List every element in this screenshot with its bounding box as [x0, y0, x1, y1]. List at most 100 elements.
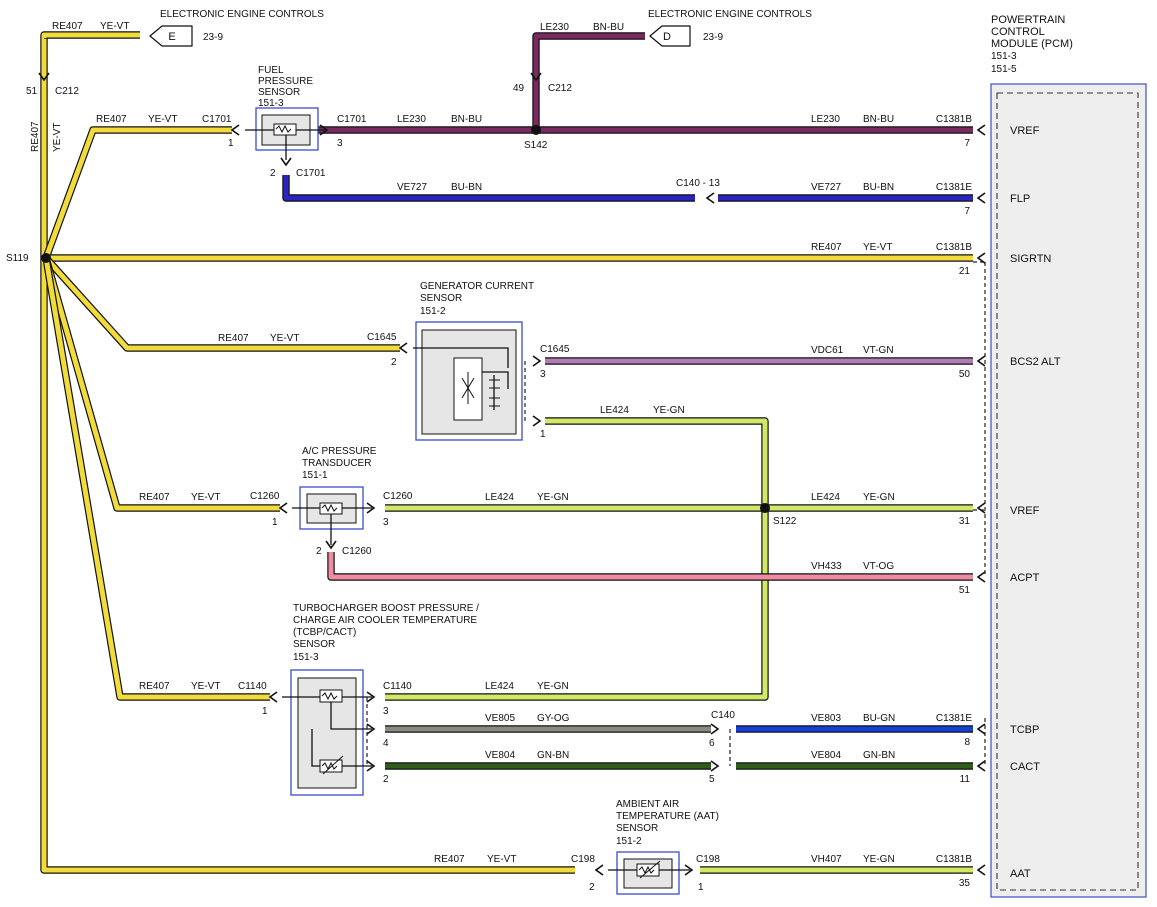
wire-color-label-12: YE-GN	[537, 492, 569, 503]
eec-d-flag	[649, 25, 691, 47]
tc-pin-2-arrow	[366, 760, 376, 772]
gcs-pin-1-arrow	[532, 415, 542, 427]
wire-circuit-label-22: VH407	[811, 854, 842, 865]
eec-e-letter: E	[168, 31, 175, 43]
gcs-capacitors	[489, 379, 500, 407]
trunk-circuit-label: RE407	[30, 121, 41, 152]
wire-circuit-label-14: VH433	[811, 561, 842, 572]
fps-label-4: 151-3	[258, 98, 284, 109]
pcm-pin-number-2: 21	[959, 266, 971, 277]
fps-label-2: PRESSURE	[258, 76, 313, 87]
wire-color-label-11: YE-VT	[191, 492, 220, 503]
wire-circuit-label-21: RE407	[434, 854, 465, 865]
s122-label: S122	[773, 516, 797, 527]
pcm-pin-bcs2: BCS2 ALT	[1010, 356, 1061, 368]
wire-re407-top-fill	[41, 32, 140, 38]
tc-tcbp-zigzag	[321, 691, 338, 701]
wire-circuit-label-7: RE407	[811, 242, 842, 253]
tc-pin-1: 1	[262, 706, 268, 717]
pcm-connector-label-0: C1381B	[936, 114, 972, 125]
wire-color-label-14: VT-OG	[863, 561, 894, 572]
tc-label-3: (TCBP/CACT)	[293, 627, 356, 638]
gcs-label-1: GENERATOR CURRENT	[420, 281, 534, 292]
pcm-connector-label-1: C1381E	[936, 182, 972, 193]
tc-label-4: SENSOR	[293, 639, 335, 650]
wire-color-label-4: BN-BU	[593, 22, 624, 33]
fps-pin-2: 2	[270, 168, 276, 179]
wire-circuit-label-5: VE727	[397, 182, 427, 193]
wire-re407-fps	[42, 126, 232, 260]
gcs-lead-2	[413, 347, 509, 368]
fps-c1701-3-arrow	[319, 124, 329, 136]
wire-circuit-label-1: RE407	[96, 114, 127, 125]
s142-splice	[531, 125, 541, 135]
wire-circuit-label-10: LE424	[600, 405, 629, 416]
wire-color-label-15: YE-VT	[191, 681, 220, 692]
wire-circuit-label-16: LE424	[485, 681, 514, 692]
acp-c1260-1-arrow	[278, 502, 288, 514]
gcs-c1645-2-label: C1645	[367, 332, 397, 343]
wire-color-label-0: YE-VT	[100, 21, 129, 32]
wire-color-label-20: GN-BN	[863, 750, 895, 761]
wire-re407-tc	[42, 257, 270, 701]
tc-label-2: CHARGE AIR COOLER TEMPERATURE	[293, 615, 477, 626]
wire-color-label-9: VT-GN	[863, 345, 894, 356]
wire-circuit-label-13: LE424	[811, 492, 840, 503]
aat-c198-2-arrow	[594, 864, 604, 876]
pcm-pin-number-8: 35	[959, 878, 971, 889]
wire-circuit-label-11: RE407	[139, 492, 170, 503]
pcm-pin-vref1: VREF	[1010, 125, 1040, 137]
s119-splice	[41, 253, 51, 263]
pcm-label-2: CONTROL	[991, 26, 1045, 38]
wire-re407-tc-outline	[42, 257, 270, 701]
aat-label-4: 151-2	[616, 836, 642, 847]
wire-color-label-13: YE-GN	[863, 492, 895, 503]
pcm-pin-arrow-8	[976, 864, 986, 876]
wire-circuit-label-9: VDC61	[811, 345, 844, 356]
eec-e-page: 23-9	[203, 32, 223, 43]
c140-5-arrow	[710, 760, 720, 772]
tc-c1140-3-arrow	[366, 691, 376, 703]
pcm-pin-arrow-0	[976, 124, 986, 136]
wire-re407-tc-fill	[43, 257, 270, 700]
tc-c1140-3-label: C1140	[383, 681, 412, 692]
pcm-pin-aat: AAT	[1010, 868, 1031, 880]
wire-re407-gcs-fill	[44, 256, 400, 351]
wire-re407-fps-fill	[43, 127, 232, 259]
wire-vh433	[327, 552, 973, 581]
tc-cact-zigzag	[321, 755, 344, 775]
wire-color-label-16: YE-GN	[537, 681, 569, 692]
pcm-label-5: 151-5	[991, 64, 1017, 75]
pcm-pin-arrow-3	[976, 355, 986, 367]
gcs-lead-cap	[482, 371, 509, 389]
tc-c1140-1-arrow	[268, 691, 278, 703]
c140-label: C140	[711, 710, 735, 721]
wire-color-label-2: BN-BU	[451, 114, 482, 125]
c212-left-arrow	[38, 72, 50, 82]
gcs-pin-1: 1	[540, 429, 546, 440]
wire-circuit-label-20: VE804	[811, 750, 841, 761]
pcm-label-3: MODULE (PCM)	[991, 38, 1073, 50]
fps-pin-3: 3	[337, 138, 343, 149]
wire-circuit-label-19: VE804	[485, 750, 515, 761]
acp-pin-2: 2	[316, 546, 322, 557]
pcm-label-1: POWERTRAIN	[991, 14, 1065, 26]
c140-pin-5: 5	[709, 774, 715, 785]
tc-lead-4	[330, 702, 372, 730]
wire-circuit-label-8: RE407	[218, 333, 249, 344]
tc-label-5: 151-3	[293, 652, 319, 663]
pcm-pin-arrow-5	[976, 571, 986, 583]
pcm-pin-number-4: 31	[959, 516, 971, 527]
wire-color-label-10: YE-GN	[653, 405, 685, 416]
tc-pin-4-arrow	[366, 723, 376, 735]
wire-circuit-label-12: LE424	[485, 492, 514, 503]
pcm-pin-vref2: VREF	[1010, 505, 1040, 517]
gcs-pin-2: 2	[391, 357, 397, 368]
wire-color-label-17: GY-OG	[537, 713, 570, 724]
aat-zigzag	[638, 860, 661, 879]
s122-splice	[760, 503, 770, 513]
gcs-c1645-2-arrow	[398, 342, 408, 354]
wire-color-label-8: YE-VT	[270, 333, 299, 344]
wire-re407-trunk	[40, 38, 575, 874]
pcm-pin-arrow-6	[976, 723, 986, 735]
